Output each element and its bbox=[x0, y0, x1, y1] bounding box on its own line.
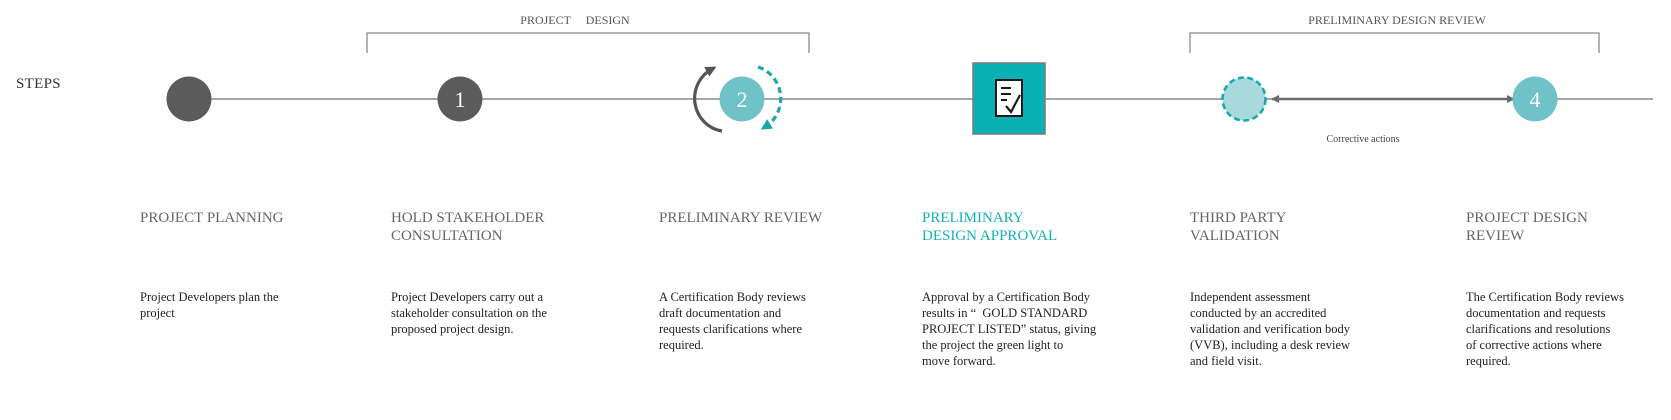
phase-bracket-preliminary-design-review bbox=[1189, 32, 1600, 53]
step-description-line: The Certification Body reviews bbox=[1466, 290, 1624, 304]
step-description-line: A Certification Body reviews bbox=[659, 290, 806, 304]
corrective-actions-label: Corrective actions bbox=[1326, 134, 1399, 145]
step-title-line: PRELIMINARY bbox=[922, 210, 1024, 226]
phase-label-project-design: PROJECT DESIGN bbox=[520, 13, 630, 27]
step-node-4 bbox=[1512, 76, 1558, 122]
step-title: PROJECT DESIGN REVIEW bbox=[1466, 209, 1624, 245]
certified-document-icon bbox=[995, 79, 1023, 117]
step-description-line: Project Developers carry out a bbox=[391, 290, 544, 304]
step-description-line: clarifications and resolutions bbox=[1466, 322, 1611, 336]
step-title-line: REVIEW bbox=[1466, 228, 1525, 244]
step-title: PROJECT PLANNING bbox=[140, 209, 284, 245]
step-description: A Certification Body reviews draft docum… bbox=[659, 289, 822, 353]
step-title: PRELIMINARY REVIEW bbox=[659, 209, 822, 245]
step-description-line: results in “ GOLD STANDARD bbox=[922, 306, 1088, 320]
step-title-line: VALIDATION bbox=[1190, 228, 1280, 244]
step-node-1-number: 1 bbox=[455, 87, 466, 112]
step-description-line: of corrective actions where bbox=[1466, 338, 1602, 352]
step-title-line: PROJECT DESIGN bbox=[1466, 210, 1588, 226]
step-title-line: CONSULTATION bbox=[391, 228, 503, 244]
step-node-4-number: 4 bbox=[1530, 87, 1541, 112]
step-third-party-validation: THIRD PARTY VALIDATION Independent asses… bbox=[1190, 209, 1350, 369]
step-title: HOLD STAKEHOLDER CONSULTATION bbox=[391, 209, 547, 245]
step-description-line: validation and verification body bbox=[1190, 322, 1351, 336]
step-description-line: draft documentation and bbox=[659, 306, 782, 320]
step-description-line: stakeholder consultation on the bbox=[391, 306, 547, 320]
phase-bracket-project-design bbox=[366, 32, 810, 53]
step-description-line: the project the green light to bbox=[922, 338, 1064, 352]
step-node-1 bbox=[437, 76, 483, 122]
step-title-line: PROJECT PLANNING bbox=[140, 210, 284, 226]
step-description-line: move forward. bbox=[922, 354, 996, 368]
step-node-3 bbox=[1221, 76, 1267, 122]
step-project-design-review: PROJECT DESIGN REVIEW The Certification … bbox=[1466, 209, 1624, 369]
step-description-line: documentation and requests bbox=[1466, 306, 1606, 320]
step-preliminary-review: PRELIMINARY REVIEW A Certification Body … bbox=[659, 209, 822, 353]
steps-heading: STEPS bbox=[16, 76, 61, 92]
step-description: Independent assessment conducted by an a… bbox=[1190, 289, 1350, 369]
step-description-line: requests clarifications where bbox=[659, 322, 802, 336]
step-description-line: PROJECT LISTED” status, giving bbox=[922, 322, 1097, 336]
step-description: Project Developers plan the project bbox=[140, 289, 284, 321]
step-title: THIRD PARTY VALIDATION bbox=[1190, 209, 1350, 245]
step-node-2 bbox=[719, 76, 765, 122]
step-description-line: Independent assessment bbox=[1190, 290, 1311, 304]
step-title-line: THIRD PARTY bbox=[1190, 210, 1287, 226]
step-hold-stakeholder-consultation: HOLD STAKEHOLDER CONSULTATION Project De… bbox=[391, 209, 547, 337]
step-title-active: PRELIMINARY DESIGN APPROVAL bbox=[922, 209, 1096, 245]
step-description: Approval by a Certification Body results… bbox=[922, 289, 1096, 369]
step-description-line: proposed project design. bbox=[391, 322, 514, 336]
step-description-line: Project Developers plan the bbox=[140, 290, 279, 304]
step-title-line: DESIGN APPROVAL bbox=[922, 228, 1058, 244]
step-description-line: (VVB), including a desk review bbox=[1190, 338, 1351, 352]
step-node-planning bbox=[166, 76, 212, 122]
cycle-arrow-right-dashed-icon bbox=[757, 65, 783, 130]
step-preliminary-design-approval: PRELIMINARY DESIGN APPROVAL Approval by … bbox=[922, 209, 1096, 369]
step-title-line: HOLD STAKEHOLDER bbox=[391, 210, 545, 226]
step-description-line: and field visit. bbox=[1190, 354, 1262, 368]
step-description: The Certification Body reviews documenta… bbox=[1466, 289, 1624, 369]
step-description: Project Developers carry out a stakehold… bbox=[391, 289, 547, 337]
step-description-line: required. bbox=[659, 338, 704, 352]
step-node-2-number: 2 bbox=[737, 87, 748, 112]
step-project-planning: PROJECT PLANNING Project Developers plan… bbox=[140, 209, 284, 321]
step-title-line: PRELIMINARY REVIEW bbox=[659, 210, 823, 226]
cycle-arrow-left-icon bbox=[693, 66, 723, 133]
step-description-line: conducted by an accredited bbox=[1190, 306, 1327, 320]
phase-label-preliminary-design-review: PRELIMINARY DESIGN REVIEW bbox=[1308, 13, 1486, 27]
step-description-line: required. bbox=[1466, 354, 1511, 368]
step-description-line: project bbox=[140, 306, 175, 320]
step-description-line: Approval by a Certification Body bbox=[922, 290, 1091, 304]
